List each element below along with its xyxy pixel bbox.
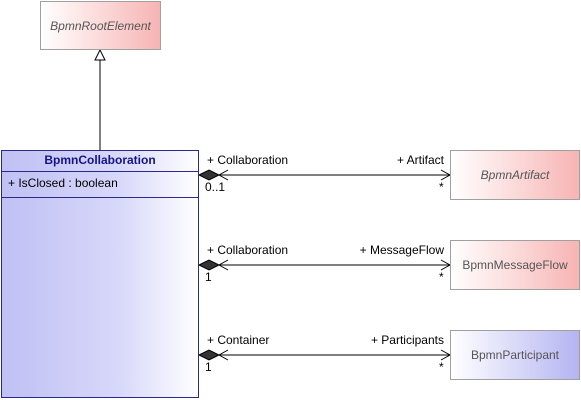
arrowhead-collab-artifact bbox=[217, 169, 229, 181]
target-role-label: + Participants bbox=[370, 333, 444, 347]
class-name: BpmnMessageFlow bbox=[462, 258, 568, 272]
composition-diamond-messageflow bbox=[197, 259, 221, 271]
target-multiplicity-label: * bbox=[439, 270, 444, 284]
target-multiplicity-label: * bbox=[439, 180, 444, 194]
class-bpmn-message-flow[interactable]: BpmnMessageFlow bbox=[450, 240, 580, 290]
generalization-arrowhead bbox=[94, 48, 106, 61]
class-bpmn-collaboration[interactable]: BpmnCollaboration + IsClosed : boolean bbox=[1, 150, 199, 398]
class-name: BpmnCollaboration bbox=[2, 151, 198, 172]
class-name: BpmnParticipant bbox=[470, 348, 560, 362]
class-name: BpmnRootElement bbox=[50, 18, 151, 33]
class-bpmn-participant[interactable]: BpmnParticipant bbox=[450, 330, 580, 380]
target-role-label: + MessageFlow bbox=[359, 243, 444, 257]
composition-diamond-artifact bbox=[197, 169, 221, 181]
target-role-label: + Artifact bbox=[396, 153, 444, 167]
source-multiplicity-label: 1 bbox=[205, 270, 212, 284]
class-bpmn-root-element[interactable]: BpmnRootElement bbox=[40, 1, 161, 50]
class-bpmn-artifact[interactable]: BpmnArtifact bbox=[450, 150, 580, 200]
class-attribute: + IsClosed : boolean bbox=[2, 172, 198, 198]
source-role-label: + Collaboration bbox=[207, 153, 289, 167]
source-role-label: + Container bbox=[207, 333, 270, 347]
arrowhead-collab-participants bbox=[217, 349, 229, 361]
source-multiplicity-label: 1 bbox=[205, 360, 212, 374]
class-name: BpmnArtifact bbox=[480, 168, 550, 182]
source-multiplicity-label: 0..1 bbox=[205, 180, 226, 194]
arrowhead-collab-messageflow bbox=[217, 259, 229, 271]
target-multiplicity-label: * bbox=[439, 360, 444, 374]
source-role-label: + Collaboration bbox=[207, 243, 289, 257]
composition-diamond-participants bbox=[197, 349, 221, 361]
